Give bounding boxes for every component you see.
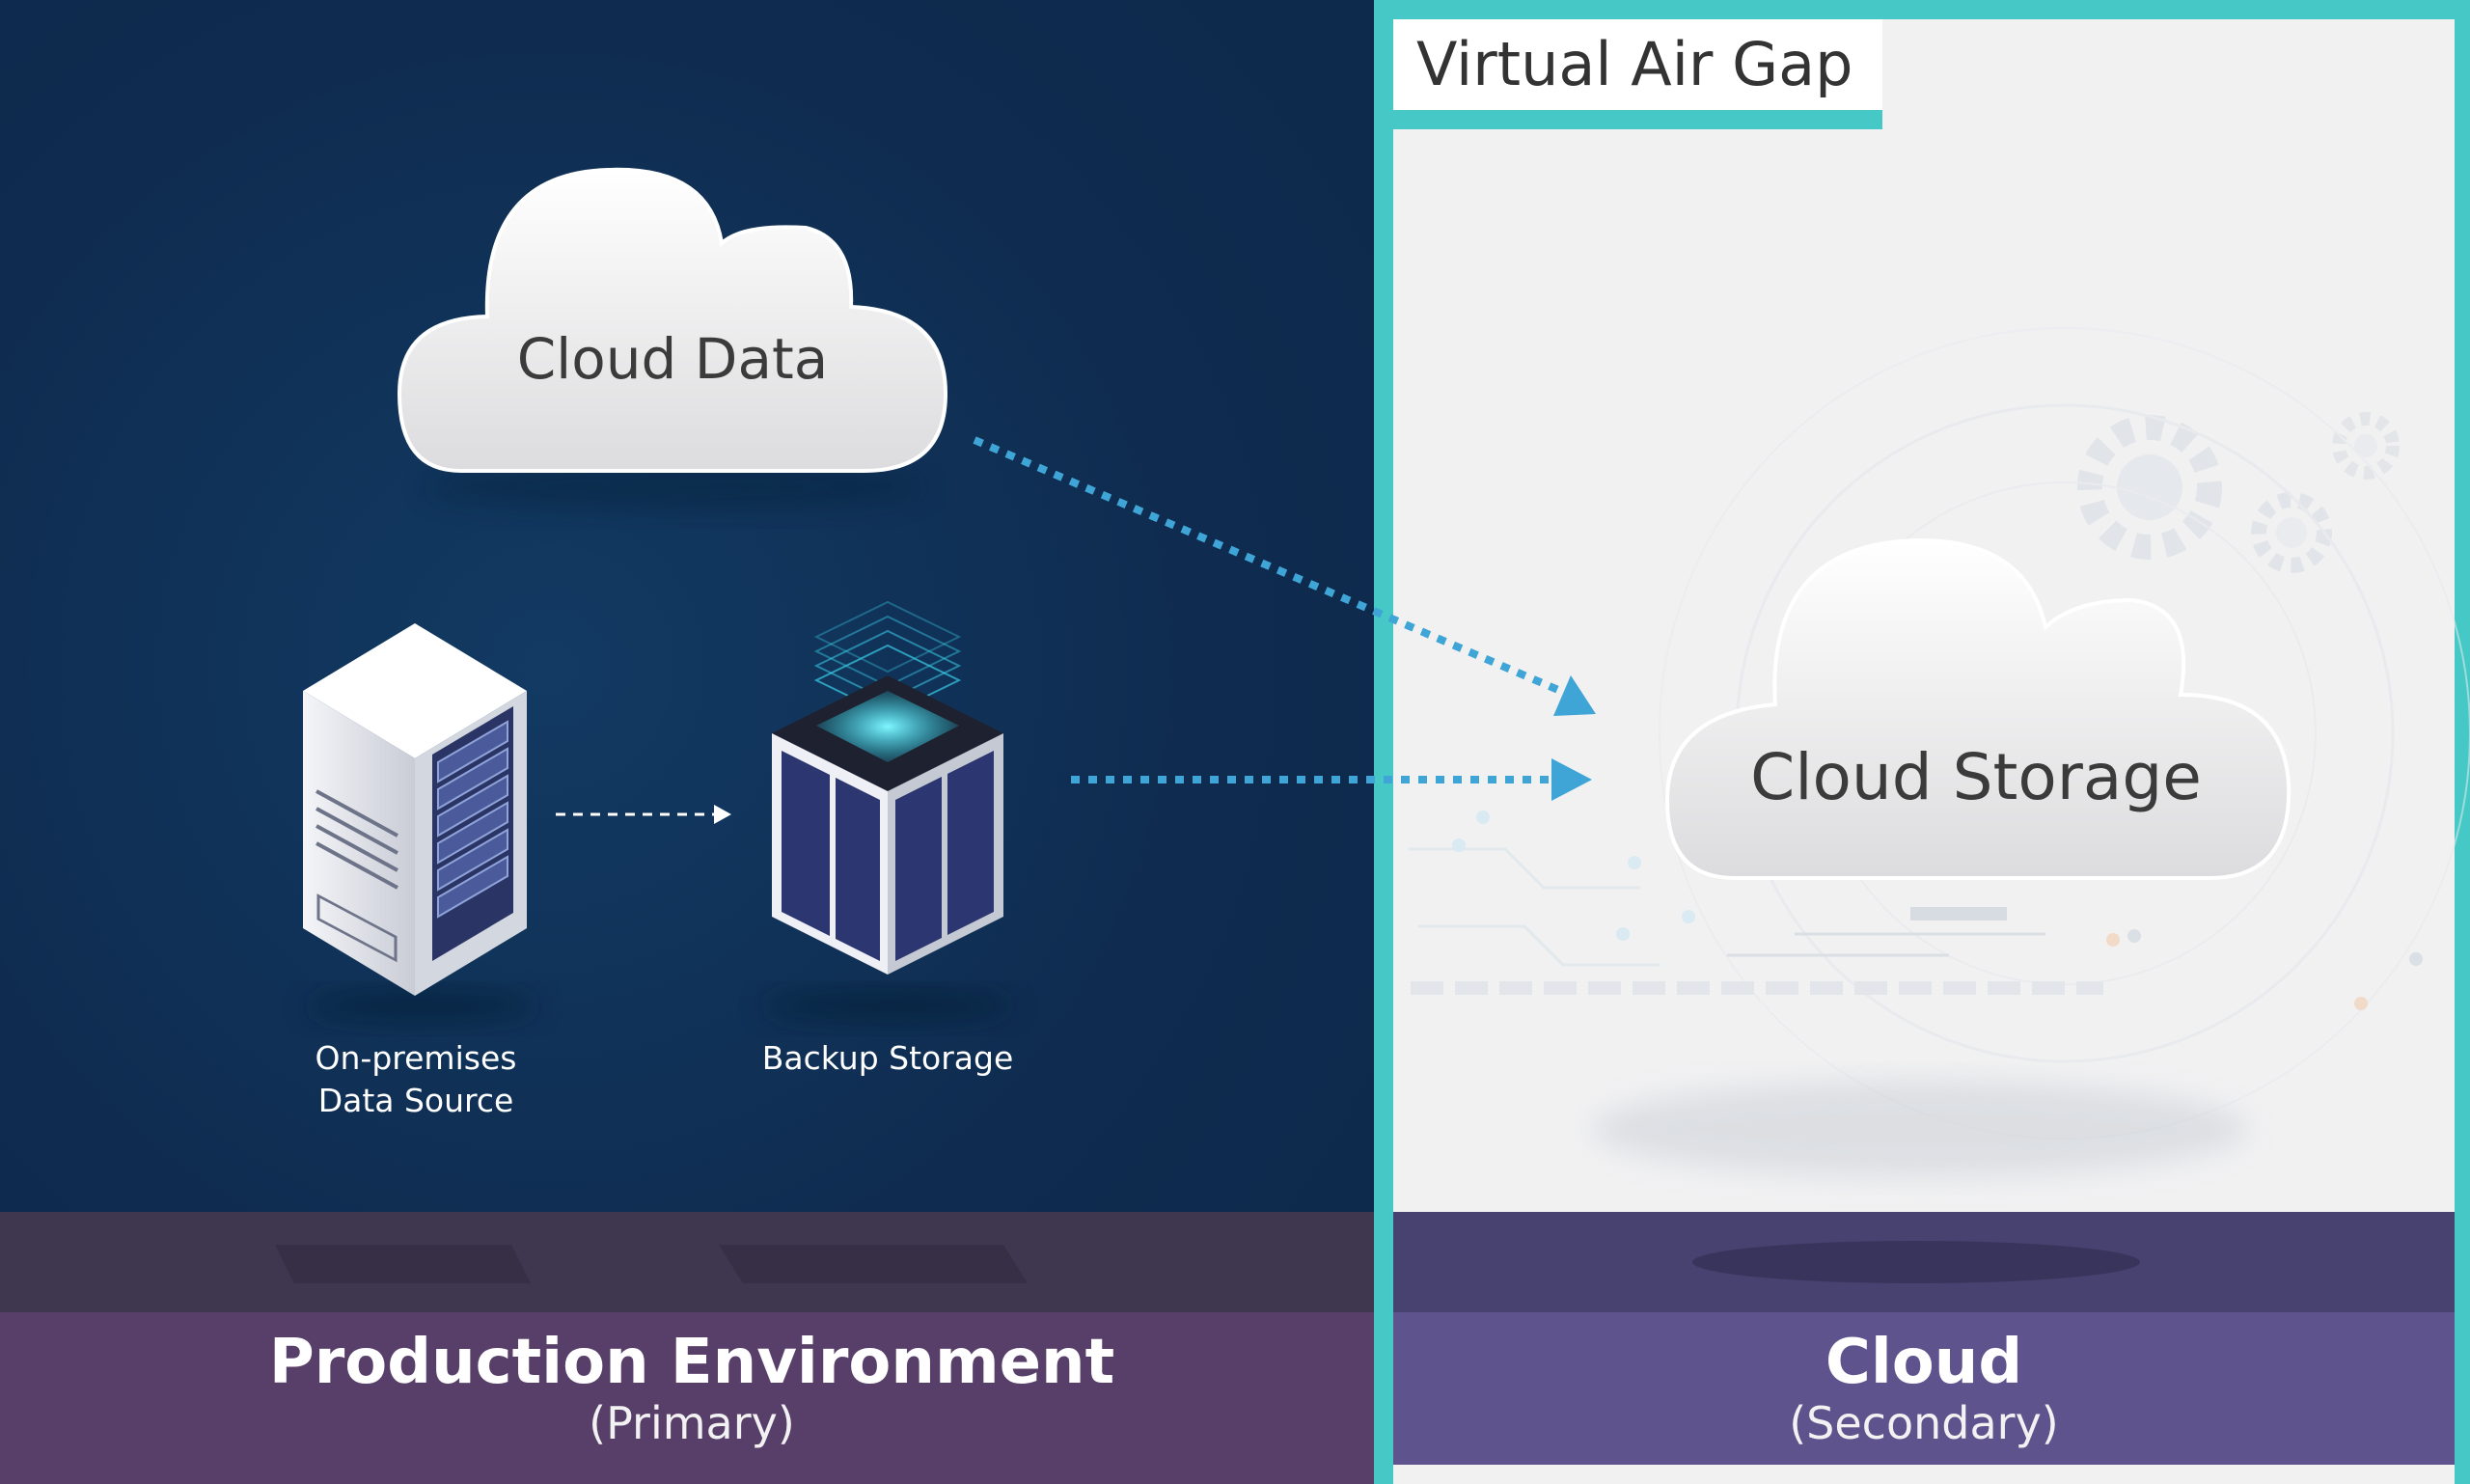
gear-icon (2077, 415, 2222, 560)
storage-cube-icon (762, 600, 1013, 1023)
cloud-data-to-cloud-storage-arrow (973, 436, 1596, 716)
production-footer (0, 1312, 1374, 1484)
gear-icon (2251, 492, 2332, 573)
cloud-background-decor (1409, 327, 2470, 1140)
cloud-storage-shape (1592, 537, 2292, 1177)
cloud-subtitle: (Secondary) (1789, 1397, 2059, 1449)
production-footer-text: Production Environment (Primary) (0, 1328, 1384, 1449)
air-gap-label: Virtual Air Gap (1416, 29, 1853, 99)
cloud-data-shape (397, 167, 948, 510)
cloud-title: Cloud (1825, 1327, 2023, 1398)
backup-storage-label: Backup Storage (761, 1039, 1014, 1077)
server-tower-icon (303, 623, 538, 1023)
cloud-footer-text: Cloud (Secondary) (1393, 1328, 2455, 1449)
backup-to-cloud-storage-arrow (1071, 758, 1592, 801)
cloud-footer (1393, 1312, 2455, 1465)
cloud-storage-label: Cloud Storage (1750, 740, 2202, 814)
server-to-backup-connector (556, 805, 731, 824)
cloud-data-label: Cloud Data (517, 326, 829, 392)
on-premises-label-line2: Data Source (317, 1082, 514, 1119)
shelf-shadows (275, 1241, 2140, 1283)
production-title: Production Environment (268, 1327, 1115, 1398)
production-shelf (0, 1212, 1374, 1312)
air-gap-label-box (1393, 19, 1882, 110)
production-subtitle: (Primary) (589, 1397, 795, 1449)
on-premises-label-line1: On-premises (315, 1039, 517, 1077)
gear-icon (2332, 412, 2400, 480)
on-premises-label: On-premises Data Source (289, 1037, 542, 1122)
